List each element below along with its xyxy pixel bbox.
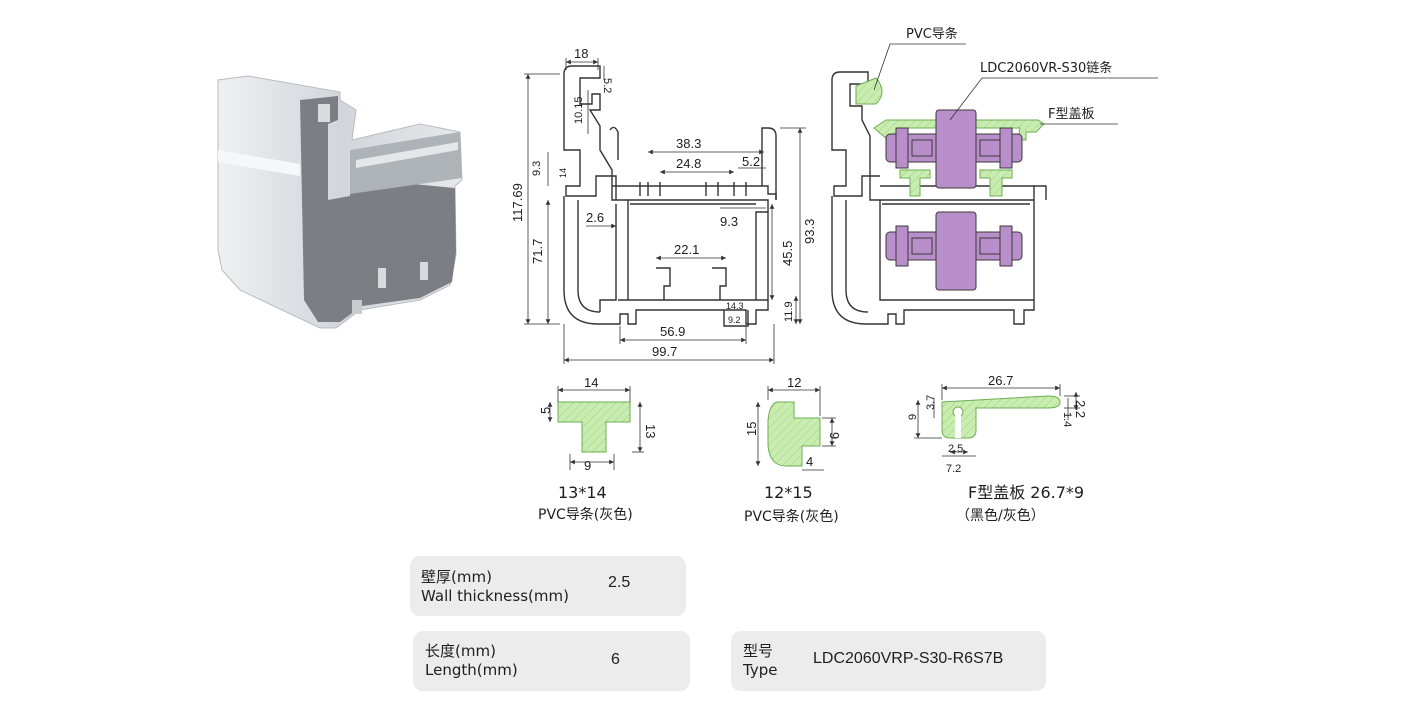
callout-pvc-guide: PVC导条 bbox=[906, 26, 958, 42]
strip1-dim-top: 14 bbox=[584, 375, 598, 390]
dim-foot-h: 11.9 bbox=[783, 301, 795, 322]
cover-color: （黑色/灰色） bbox=[956, 507, 1045, 524]
callout-chain: LDC2060VR-S30链条 bbox=[980, 60, 1112, 76]
dim-chamber-height: 45.5 bbox=[780, 241, 795, 266]
cover-dim-width: 26.7 bbox=[988, 373, 1013, 388]
spec-card-type: 型号 Type LDC2060VRP-S30-R6S7B bbox=[731, 631, 1046, 691]
cover-title: F型盖板 26.7*9 bbox=[968, 483, 1084, 502]
cover-dim-base: 7.2 bbox=[946, 463, 961, 475]
dim-total-height: 117.69 bbox=[510, 183, 525, 222]
callout-f-cover: F型盖板 bbox=[1048, 107, 1094, 122]
strip1-size: 13*14 bbox=[558, 483, 607, 502]
dim-foot-n: 9.2 bbox=[728, 315, 741, 325]
dim-base-inner: 56.9 bbox=[660, 324, 685, 339]
profile-cross-section bbox=[563, 65, 777, 327]
strip2-dim-right: 9 bbox=[827, 432, 842, 439]
strip-12x15-drawing bbox=[755, 386, 836, 471]
strip1-dim-bottom: 9 bbox=[584, 458, 591, 473]
cover-dim-h-outer: 2.2 bbox=[1073, 400, 1088, 418]
dim-rail-gap: 9.3 bbox=[720, 214, 738, 229]
strip2-name: PVC导条(灰色) bbox=[744, 508, 839, 525]
cover-dim-lip: 3.7 bbox=[925, 395, 937, 410]
length-label-cn: 长度(mm) bbox=[425, 642, 496, 660]
dim-rail-inner: 24.8 bbox=[676, 156, 701, 171]
dim-base-total: 99.7 bbox=[652, 344, 677, 359]
dim-rail-span: 38.3 bbox=[676, 136, 701, 151]
wall-value: 2.5 bbox=[608, 574, 631, 591]
length-label-en: Length(mm) bbox=[425, 661, 518, 679]
strip-13x14-drawing bbox=[547, 386, 644, 470]
strip1-name: PVC导条(灰色) bbox=[538, 506, 633, 523]
spec-card-wall-thickness: 壁厚(mm) Wall thickness(mm) 2.5 bbox=[410, 556, 686, 616]
type-label-cn: 型号 bbox=[743, 642, 774, 660]
dim-inner-lip: 10.15 bbox=[573, 96, 585, 124]
dim-slot-small: 14 bbox=[558, 168, 568, 178]
length-value: 6 bbox=[611, 651, 620, 668]
cover-dim-h-inner: 1.4 bbox=[1061, 412, 1073, 427]
dim-lip: 5.2 bbox=[601, 78, 613, 93]
dim-rail-end: 5.2 bbox=[742, 154, 760, 169]
dim-wall: 2.6 bbox=[586, 210, 604, 225]
type-label-en: Type bbox=[743, 661, 778, 679]
wall-label-en: Wall thickness(mm) bbox=[421, 587, 569, 605]
dim-foot-w: 14.3 bbox=[726, 301, 744, 311]
wall-label-cn: 壁厚(mm) bbox=[421, 568, 492, 586]
cover-dim-height: 9 bbox=[907, 414, 919, 420]
strip1-dim-left: 5 bbox=[538, 407, 553, 414]
strip2-size: 12*15 bbox=[764, 483, 813, 502]
strip2-dim-top: 12 bbox=[787, 375, 801, 390]
strip2-dim-bottom: 4 bbox=[806, 454, 813, 469]
assembly-section bbox=[831, 43, 1158, 325]
dimension-lines bbox=[524, 58, 806, 364]
strip1-dim-right: 13 bbox=[643, 424, 658, 438]
dim-t-slot: 22.1 bbox=[674, 242, 699, 257]
type-value: LDC2060VRP-S30-R6S7B bbox=[813, 650, 1004, 667]
spec-card-length: 长度(mm) Length(mm) 6 bbox=[413, 631, 690, 691]
dim-right-height: 93.3 bbox=[802, 219, 817, 244]
f-cover-drawing bbox=[914, 384, 1080, 457]
dim-lower-height: 71.7 bbox=[530, 239, 545, 264]
dim-slot-h: 9.3 bbox=[531, 161, 543, 176]
dim-top-width: 18 bbox=[574, 46, 588, 61]
profile-3d-render bbox=[217, 75, 463, 329]
strip2-dim-left: 15 bbox=[744, 422, 759, 436]
cover-dim-gap: 2.5 bbox=[948, 443, 963, 455]
